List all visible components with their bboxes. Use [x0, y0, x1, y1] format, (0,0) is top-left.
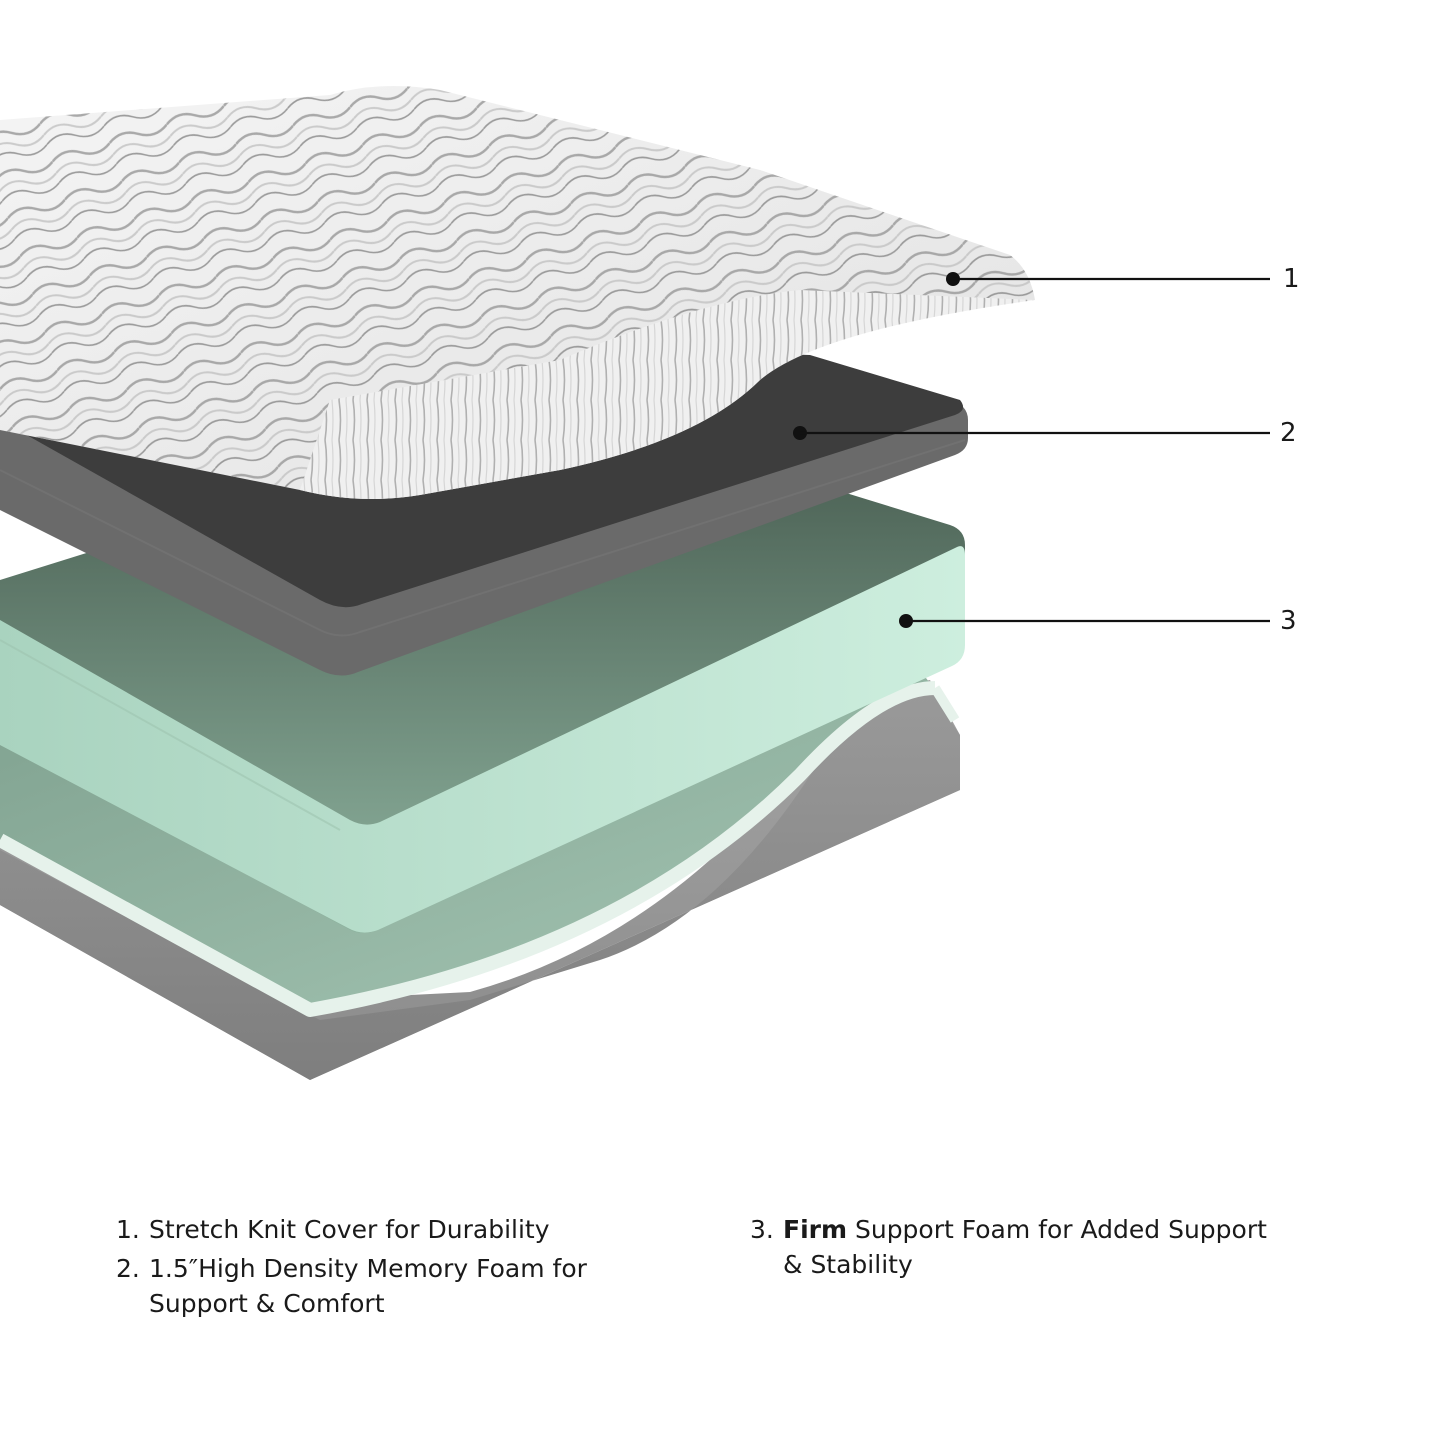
- legend-text-line2: Support & Comfort: [149, 1289, 385, 1318]
- legend-text: Support Foam for Added Support: [847, 1215, 1267, 1244]
- legend-left: 1. Stretch Knit Cover for Durability 2. …: [116, 1212, 676, 1325]
- legend-number: 1.: [116, 1215, 140, 1244]
- callout-number-1: 1: [1283, 264, 1300, 294]
- legend-text-line2: & Stability: [783, 1250, 913, 1279]
- callout-2: [793, 426, 1270, 440]
- callout-number-3: 3: [1280, 606, 1297, 636]
- callout-number-2: 2: [1280, 418, 1297, 448]
- legend-text-line1: 1.5″High Density Memory Foam for: [149, 1254, 587, 1283]
- callouts: [793, 272, 1270, 628]
- legend-number: 3.: [750, 1215, 774, 1244]
- legend-item-2: 2. 1.5″High Density Memory Foam for Supp…: [116, 1251, 676, 1321]
- legend-text: Stretch Knit Cover for Durability: [149, 1215, 550, 1244]
- cover-layer: [0, 86, 1035, 499]
- legend-number: 2.: [116, 1254, 140, 1283]
- legend-right: 3. Firm Support Foam for Added Support &…: [750, 1212, 1350, 1286]
- legend-bold-word: Firm: [783, 1215, 848, 1244]
- callout-1: [946, 272, 1270, 286]
- callout-3: [899, 614, 1270, 628]
- legend-item-3: 3. Firm Support Foam for Added Support &…: [750, 1212, 1350, 1282]
- legend-item-1: 1. Stretch Knit Cover for Durability: [116, 1212, 676, 1247]
